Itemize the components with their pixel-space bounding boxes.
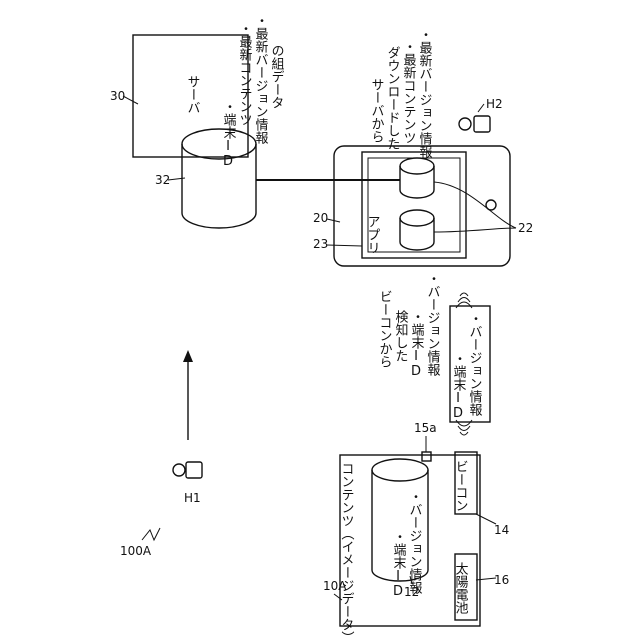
signal-wave-top-b <box>458 298 470 303</box>
beacon-ref: 14 <box>494 523 509 537</box>
signal-wave-bottom-b <box>458 426 470 431</box>
user-h2-label: H2 <box>486 97 503 111</box>
signal-wave-bottom-a <box>460 432 468 435</box>
user-h2-icon <box>459 116 490 132</box>
server-db-note-1: ・端末ID <box>221 100 237 169</box>
server-database <box>182 129 256 228</box>
server-db-note-3: ・最新バージョン情報 <box>253 14 269 144</box>
signal-box-line-2: ・バージョン情報 <box>467 312 483 416</box>
download-note-1: サーバから <box>369 78 385 143</box>
beacon-note-3: ・端末ID <box>409 310 425 379</box>
beacon-note-2: 検知した <box>393 310 409 362</box>
display-ref-leader <box>327 245 362 246</box>
beacon-ref-leader <box>476 514 496 524</box>
beacon-note-4: ・バージョン情報 <box>425 272 441 376</box>
terminal-database-a <box>400 158 434 198</box>
terminal-database-b <box>400 210 434 250</box>
user-h1-icon <box>173 462 202 478</box>
figure-label-pointer <box>142 528 160 540</box>
terminal-ref: 20 <box>313 211 328 225</box>
terminal-display-inner <box>368 158 460 252</box>
user-h2-leader <box>478 104 484 112</box>
terminal-db-leader-a <box>434 182 516 228</box>
download-note-3: ・最新コンテンツ <box>401 40 417 144</box>
beacon-label: ビーコン <box>453 460 468 512</box>
antenna-ref: 15a <box>414 421 437 435</box>
signal-wave-top-a <box>460 293 468 296</box>
movement-arrow-head <box>183 350 193 362</box>
server-ref: 30 <box>110 89 125 103</box>
download-note-2: ダウンロードした <box>385 46 400 150</box>
signal-wave-top-c <box>456 302 472 308</box>
solar-battery-ref-leader <box>476 578 496 580</box>
storage-ref: 12 <box>404 585 419 599</box>
server-db-note-2: ・最新コンテンツ <box>237 22 253 126</box>
content-label: コンテンツ（イメージデータ） <box>339 462 355 640</box>
figure-label: 100A <box>120 544 152 558</box>
terminal-db-leader-b <box>434 228 516 232</box>
server-label: サーバ <box>185 75 201 114</box>
user-h1-label: H1 <box>184 491 201 505</box>
download-note-4: ・最新バージョン情報 <box>417 28 433 158</box>
signal-box-line-1: ・端末ID <box>451 352 467 421</box>
solar-battery-ref: 16 <box>494 573 509 587</box>
antenna <box>422 452 431 461</box>
server-database-ref: 32 <box>155 173 170 187</box>
solar-battery-label: 太陽電池 <box>453 562 469 614</box>
content-ref: 10A <box>323 579 347 593</box>
app-label: アプリ <box>365 215 380 254</box>
terminal-db-ref: 22 <box>518 221 533 235</box>
storage-note-2: ・バージョン情報 <box>407 490 423 594</box>
server-db-note-4: の組データ <box>269 44 285 109</box>
display-ref: 23 <box>313 237 328 251</box>
beacon-note-1: ビーコンから <box>377 290 392 368</box>
